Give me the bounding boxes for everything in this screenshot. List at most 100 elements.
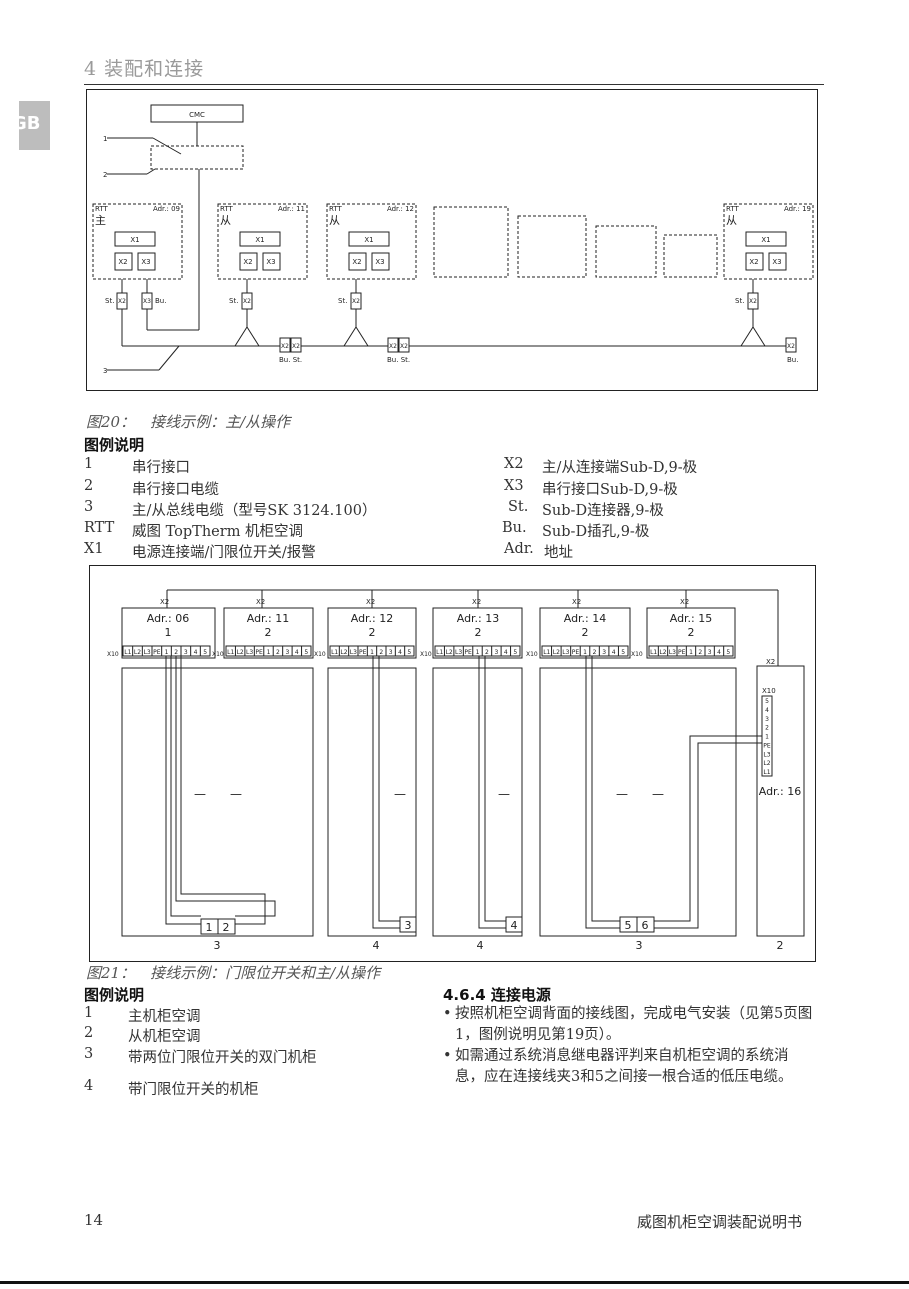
terminal-label: L3 — [350, 649, 357, 656]
unit-number: 1 — [165, 626, 172, 639]
terminal-label: 5 — [304, 649, 308, 656]
legend-21-title: 图例说明 — [84, 986, 145, 1004]
terminal-label: L3 — [246, 649, 253, 656]
door-dash: — — [194, 787, 206, 801]
switch-number: 5 — [625, 919, 632, 932]
terminal-label: 4 — [717, 649, 721, 656]
section-title: 4.6.4 连接电源 — [443, 986, 551, 1004]
legend-key: 2 — [84, 1025, 94, 1041]
terminal-label: L1 — [436, 649, 443, 656]
side-terminal-label: 3 — [765, 716, 769, 723]
terminal-label: 1 — [370, 649, 374, 656]
terminal-label: L3 — [455, 649, 462, 656]
bottom-rule — [0, 1281, 909, 1284]
terminal-label: 2 — [698, 649, 702, 656]
terminal-label: L2 — [659, 649, 666, 656]
unit-x1: X1 — [364, 236, 373, 244]
terminal-label: L1 — [227, 649, 234, 656]
unit-address: Adr.: 11 — [278, 205, 305, 213]
plug-x2-label: X2 — [749, 298, 757, 305]
terminal-label: PE — [464, 649, 472, 656]
side-terminal-label: 4 — [765, 707, 769, 714]
switch-number: 6 — [642, 919, 649, 932]
terminal-label: 5 — [203, 649, 207, 656]
terminal-label: 3 — [708, 649, 712, 656]
coupler-x2-label: X2 — [389, 343, 397, 350]
unit-address: Adr.: 06 — [147, 612, 190, 625]
terminal-label: PE — [678, 649, 686, 656]
legend-item: 3 主/从总线电缆（型号SK 3124.100） — [84, 499, 484, 519]
legend-item: 2 从机柜空调 — [84, 1025, 484, 1045]
x10-label: X10 — [762, 687, 776, 695]
unit-role: 从 — [220, 214, 231, 227]
language-tab-label: GB — [12, 113, 41, 134]
terminal-label: 3 — [389, 649, 393, 656]
side-terminal-label: L2 — [763, 760, 770, 767]
end-x2-label: X2 — [787, 343, 795, 350]
legend-key: X2 — [504, 456, 524, 472]
side-terminal-label: PE — [763, 742, 771, 749]
terminal-label: L2 — [340, 649, 347, 656]
x10-label: X10 — [526, 651, 538, 658]
terminal-label: L1 — [543, 649, 550, 656]
legend-key: 2 — [84, 478, 94, 494]
plug-st-label: St. — [229, 297, 238, 305]
legend-key: 1 — [84, 456, 94, 472]
terminal-label: 3 — [285, 649, 289, 656]
section-bullet: • 按照机柜空调背面的接线图，完成电气安装（见第5页图1，图例说明见第19页）。 — [443, 1004, 813, 1046]
legend-text: 带两位门限位开关的双门机柜 — [128, 1050, 317, 1066]
unit-rtt: RTT — [220, 205, 234, 213]
door-dash: — — [230, 787, 242, 801]
legend-text: 串行接口 — [132, 460, 190, 476]
legend-text: 主/从连接端Sub-D,9-极 — [542, 460, 698, 476]
unit-address: Adr.: 09 — [153, 205, 180, 213]
unit-rtt: RTT — [726, 205, 740, 213]
terminal-label: 5 — [726, 649, 730, 656]
cabinet-label: 3 — [636, 939, 643, 952]
terminal-label: L3 — [562, 649, 569, 656]
terminal-label: 4 — [295, 649, 299, 656]
side-terminal-label: 5 — [765, 698, 769, 705]
unit-x3: X3 — [266, 258, 275, 266]
legend-item: RTT 威图 TopTherm 机柜空调 — [84, 520, 484, 540]
plug-x2-label: X2 — [243, 298, 251, 305]
coupler-x2-label: X2 — [292, 343, 300, 350]
plug-st-label: St. — [338, 297, 347, 305]
bullet-text: 如需通过系统消息继电器评判来自机柜空调的系统消息，应在连接线夹3和5之间接一根合… — [455, 1048, 793, 1085]
unit-x3: X3 — [772, 258, 781, 266]
plug-x2-label: X2 — [352, 298, 360, 305]
plug-st-label: St. — [105, 297, 114, 305]
terminal-label: L2 — [553, 649, 560, 656]
legend-text: 电源连接端/门限位开关/报警 — [132, 545, 316, 561]
legend-key: X1 — [84, 541, 104, 557]
unit-number: 2 — [265, 626, 272, 639]
header-rule — [84, 84, 824, 85]
terminal-label: 2 — [593, 649, 597, 656]
figure-21-diagram: X2 X2 X2 X2 X2 X2 X2 Adr.: 06 1 Adr.: 11… — [107, 589, 805, 952]
terminal-label: PE — [359, 649, 367, 656]
terminal-label: 1 — [267, 649, 271, 656]
switch-number: 2 — [223, 921, 230, 934]
unit-role: 从 — [726, 214, 737, 227]
section-bullet: • 如需通过系统消息继电器评判来自机柜空调的系统消息，应在连接线夹3和5之间接一… — [443, 1046, 813, 1088]
legend-key: X3 — [504, 478, 524, 494]
cabinet-label: 3 — [214, 939, 221, 952]
plug-x2-label: X2 — [118, 298, 126, 305]
unit-address: Adr.: 14 — [564, 612, 607, 625]
x2-label: X2 — [160, 598, 169, 606]
switch-number: 3 — [405, 919, 412, 932]
callout-3: 3 — [103, 367, 107, 375]
terminal-label: 1 — [689, 649, 693, 656]
terminal-label: L1 — [650, 649, 657, 656]
figure-20-box: CMC 1 2 3 RTT Adr.: 09 主 X1 X2 X3 RTT Ad… — [86, 89, 818, 391]
legend-text: 串行接口电缆 — [132, 482, 219, 498]
page-number: 14 — [84, 1211, 104, 1229]
terminal-label: 4 — [612, 649, 616, 656]
unit-address: Adr.: 19 — [784, 205, 811, 213]
terminal-label: 3 — [184, 649, 188, 656]
unit-x3: X3 — [375, 258, 384, 266]
coupler-x2-label: X2 — [281, 343, 289, 350]
plug-st-label: St. — [735, 297, 744, 305]
terminal-label: 2 — [379, 649, 383, 656]
callout-1: 1 — [103, 135, 107, 143]
